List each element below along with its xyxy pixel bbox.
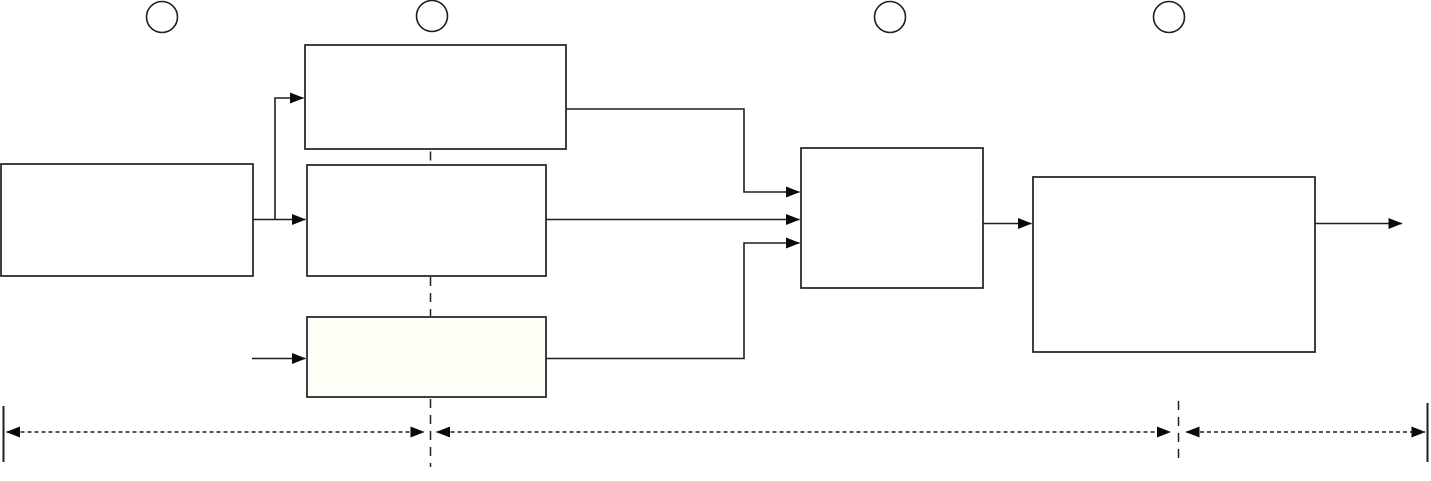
connector-lower-to-combiner (546, 237, 800, 360)
lower-branch-block (306, 316, 547, 398)
reference-circle-1 (145, 0, 179, 34)
blocks (0, 44, 1316, 398)
connectors (252, 92, 1403, 364)
middle-branch-block (306, 164, 547, 277)
connector-upper-to-combiner (566, 108, 800, 198)
output-block (1032, 176, 1316, 353)
reference-circle-2 (415, 0, 449, 33)
combiner-block (800, 147, 984, 289)
connector-branch-to-upper (274, 92, 304, 220)
reference-circles (145, 0, 1186, 34)
upper-branch-block (304, 44, 567, 150)
centerlines (429, 151, 1180, 467)
input-block (0, 163, 254, 277)
reference-circle-3 (873, 0, 907, 34)
dimension-line (2, 403, 1429, 462)
reference-circle-4 (1152, 0, 1186, 34)
